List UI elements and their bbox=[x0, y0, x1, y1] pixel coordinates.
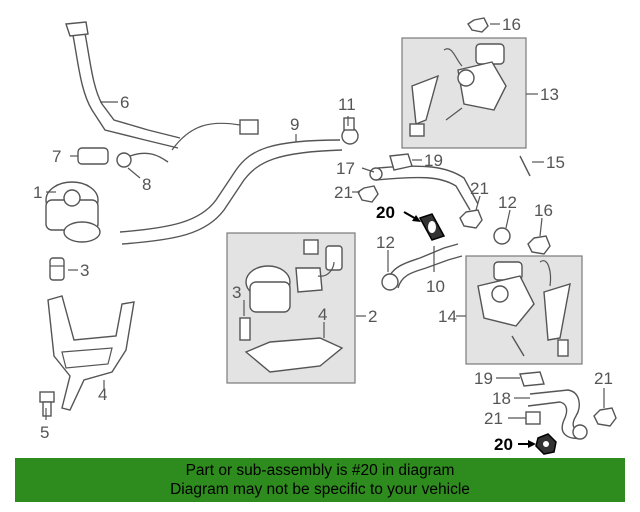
part-11-clamp[interactable] bbox=[341, 117, 359, 145]
callout-12: 12 bbox=[376, 233, 395, 252]
part-18-pipe[interactable] bbox=[527, 389, 588, 440]
callout-5: 5 bbox=[40, 423, 49, 442]
callout-19: 19 bbox=[474, 369, 493, 388]
part-13-valve-assembly[interactable] bbox=[409, 43, 507, 137]
callout-8: 8 bbox=[142, 175, 151, 194]
callout-17: 17 bbox=[336, 159, 355, 178]
part-21-nut-b[interactable] bbox=[459, 209, 483, 229]
part-16-nut-a[interactable] bbox=[467, 17, 489, 33]
banner-line-2: Diagram may not be specific to your vehi… bbox=[170, 481, 470, 498]
part-19-gasket[interactable] bbox=[389, 153, 413, 171]
part-12-clamp-a[interactable] bbox=[381, 273, 399, 291]
part-19-gasket-b[interactable] bbox=[519, 371, 545, 387]
part-17-pipe[interactable] bbox=[369, 165, 479, 211]
callout-16: 16 bbox=[502, 15, 521, 34]
part-9-hose[interactable] bbox=[119, 119, 343, 245]
callout-16: 16 bbox=[534, 201, 553, 220]
part-3-connector[interactable] bbox=[49, 257, 65, 281]
callout-1: 1 bbox=[33, 183, 42, 202]
callout-21: 21 bbox=[594, 369, 613, 388]
part-14-valve-assembly[interactable] bbox=[477, 260, 571, 357]
part-16-nut-b[interactable] bbox=[527, 235, 551, 255]
part-10-hose[interactable] bbox=[387, 243, 463, 289]
part-6-pipe[interactable] bbox=[65, 21, 181, 149]
callout-20: 20 bbox=[494, 435, 513, 454]
callout-4: 4 bbox=[318, 305, 327, 324]
part-21-nut-a[interactable] bbox=[357, 185, 379, 203]
part-21-nut-c[interactable] bbox=[593, 407, 617, 427]
callout-20: 20 bbox=[376, 203, 395, 222]
part-4-bracket[interactable] bbox=[47, 295, 135, 411]
callout-6: 6 bbox=[120, 93, 129, 112]
banner-line-1: Part or sub-assembly is #20 in diagram bbox=[185, 462, 455, 479]
callout-18: 18 bbox=[492, 389, 511, 408]
callout-4: 4 bbox=[98, 385, 107, 404]
callout-2: 2 bbox=[368, 307, 377, 326]
callout-13: 13 bbox=[540, 85, 559, 104]
part-20-gasket-lower[interactable] bbox=[535, 433, 557, 455]
callout-11: 11 bbox=[338, 95, 356, 114]
callout-14: 14 bbox=[438, 307, 457, 326]
callout-21: 21 bbox=[484, 409, 503, 428]
part-21-nut-d[interactable] bbox=[525, 411, 541, 425]
part-5-bolt[interactable] bbox=[39, 391, 55, 417]
callout-19: 19 bbox=[424, 151, 443, 170]
arrow-head-icon bbox=[528, 440, 536, 448]
leader-lines bbox=[45, 23, 605, 420]
part-20-gasket-upper[interactable] bbox=[418, 213, 446, 241]
info-banner: Part or sub-assembly is #20 in diagram D… bbox=[15, 458, 625, 502]
callout-10: 10 bbox=[426, 277, 445, 296]
callout-21: 21 bbox=[470, 179, 489, 198]
callout-3: 3 bbox=[80, 261, 89, 280]
arrow-head-icon bbox=[412, 215, 421, 222]
part-7-hose[interactable] bbox=[77, 147, 109, 165]
part-8-clamp[interactable] bbox=[116, 152, 169, 168]
callout-21: 21 bbox=[334, 183, 353, 202]
callout-12: 12 bbox=[498, 193, 517, 212]
part-2-pump-assembly[interactable] bbox=[239, 239, 344, 373]
callout-9: 9 bbox=[290, 115, 299, 134]
parts-diagram: 1 2 3 3 4 4 5 6 7 8 9 10 11 12 12 13 14 … bbox=[33, 15, 617, 455]
part-15-pipe[interactable] bbox=[519, 155, 531, 177]
callout-15: 15 bbox=[546, 153, 565, 172]
part-12-clamp-b[interactable] bbox=[493, 227, 511, 245]
part-1-air-pump[interactable] bbox=[45, 181, 101, 243]
callout-7: 7 bbox=[52, 147, 61, 166]
callout-3: 3 bbox=[232, 283, 241, 302]
